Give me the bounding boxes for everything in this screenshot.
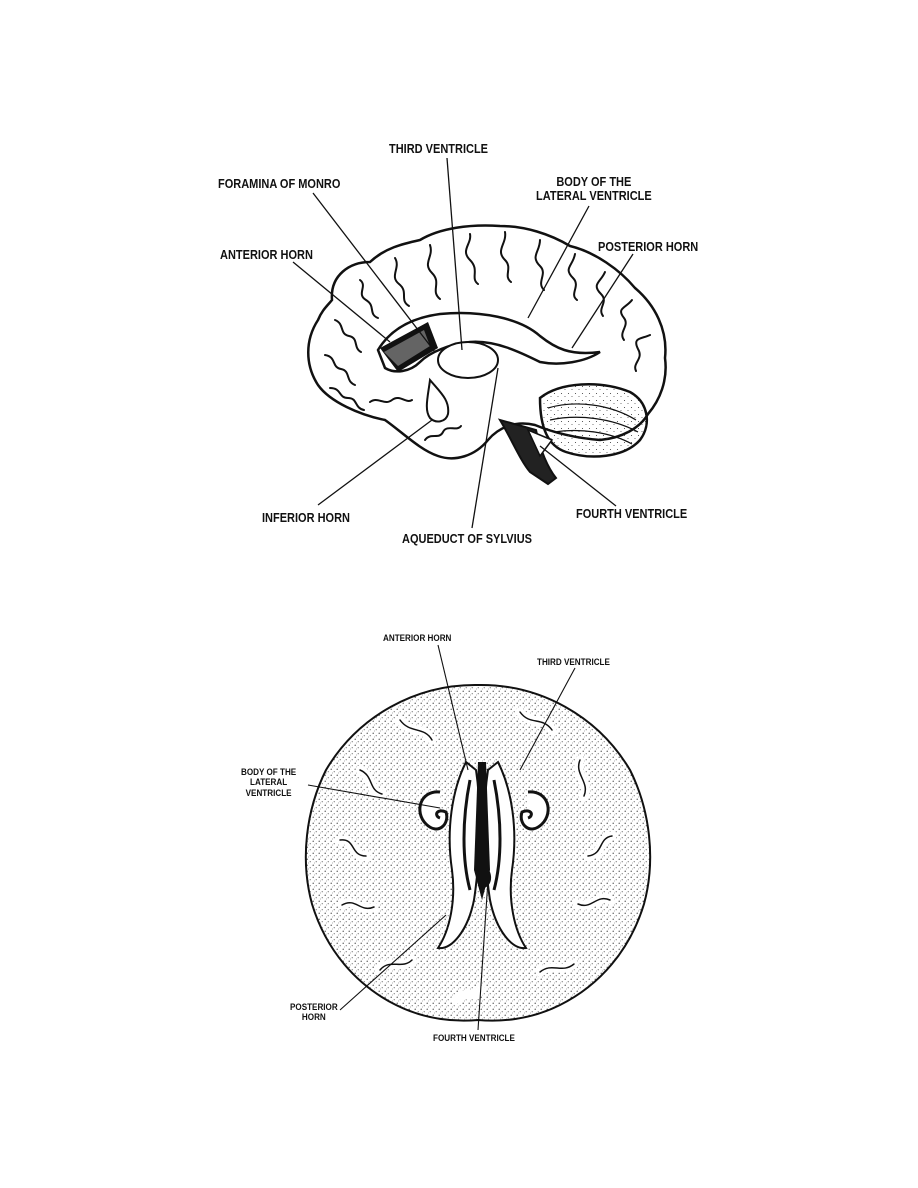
label-anterior-horn: ANTERIOR HORN — [220, 248, 313, 262]
sagittal-brain-figure: THIRD VENTRICLE FORAMINA OF MONRO BODY O… — [218, 142, 699, 546]
gyri-pattern — [324, 231, 651, 441]
axial-label-fourth-ventricle: FOURTH VENTRICLE — [433, 1033, 515, 1043]
axial-leader-lines — [307, 644, 576, 1031]
third-ventricle-shape — [437, 341, 499, 379]
axial-brain-drawing — [304, 644, 652, 1031]
label-body-of-lateral-ventricle: BODY OF THE LATERAL VENTRICLE — [536, 175, 652, 204]
inferior-horn-shape — [425, 377, 450, 423]
label-aqueduct-of-sylvius: AQUEDUCT OF SYLVIUS — [402, 532, 532, 546]
axial-label-posterior-horn: POSTERIOR HORN — [290, 1002, 338, 1023]
axial-brain-figure: ANTERIOR HORN THIRD VENTRICLE BODY OF TH… — [0, 600, 918, 1100]
axial-label-anterior-horn: ANTERIOR HORN — [383, 633, 452, 643]
label-foramina-of-monro: FORAMINA OF MONRO — [218, 177, 341, 191]
label-posterior-horn: POSTERIOR HORN — [598, 240, 699, 254]
axial-label-third-ventricle: THIRD VENTRICLE — [537, 657, 610, 667]
label-inferior-horn: INFERIOR HORN — [262, 511, 350, 525]
right-curl-shape — [519, 790, 550, 831]
left-curl-shape — [418, 790, 449, 831]
sagittal-leader-lines — [292, 157, 634, 529]
fourth-ventricle-shape — [526, 428, 554, 458]
axial-label-body-of-lateral-ventricle: BODY OF THE LATERAL VENTRICLE — [241, 767, 297, 798]
lateral-ventricle-shape — [376, 311, 601, 373]
sagittal-brain-drawing — [292, 157, 667, 529]
ventricle-septum — [474, 762, 490, 900]
label-fourth-ventricle: FOURTH VENTRICLE — [576, 507, 688, 521]
cerebellum-shape — [538, 383, 649, 458]
label-third-ventricle: THIRD VENTRICLE — [389, 142, 488, 156]
